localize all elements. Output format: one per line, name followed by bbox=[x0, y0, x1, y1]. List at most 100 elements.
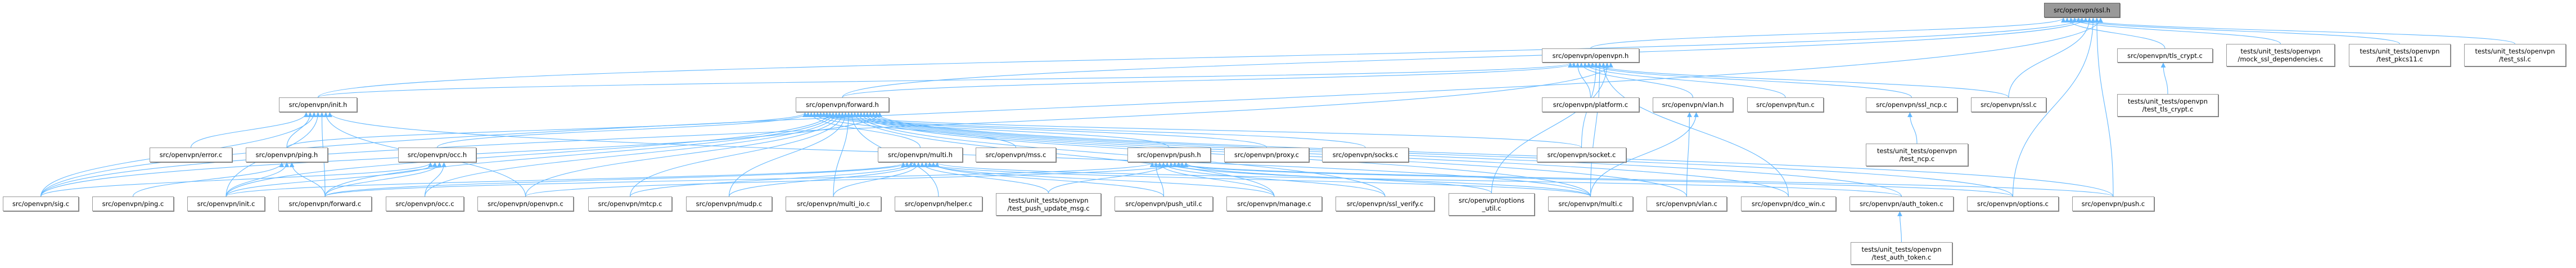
graph-node-proxy-c[interactable]: src/openvpn/proxy.c bbox=[1224, 148, 1309, 162]
edge-push_c-to-forward_h bbox=[874, 112, 2114, 197]
graph-node-ssl-verify-c[interactable]: src/openvpn/ssl_verify.c bbox=[1336, 196, 1434, 211]
edge-test_auth_token-to-auth_token_c bbox=[1897, 211, 1902, 243]
node-label: src/openvpn/push.h bbox=[1137, 151, 1201, 159]
graph-node-mudp-c[interactable]: src/openvpn/mudp.c bbox=[686, 196, 772, 211]
graph-node-init-h[interactable]: src/openvpn/init.h bbox=[279, 97, 357, 112]
graph-node-socks-c[interactable]: src/openvpn/socks.c bbox=[1322, 148, 1409, 162]
graph-node-ssl-h[interactable]: src/openvpn/ssl.h bbox=[2044, 3, 2120, 17]
edge-init_c-to-forward_h bbox=[225, 112, 833, 197]
graph-node-dco-win-c[interactable]: src/openvpn/dco_win.c bbox=[1741, 196, 1836, 211]
node-label: src/openvpn/push_util.c bbox=[1125, 200, 1202, 208]
node-label: tests/unit_tests/openvpn bbox=[2127, 97, 2208, 105]
edge-openvpn_c-to-forward_h bbox=[525, 112, 842, 197]
graph-node-push-c[interactable]: src/openvpn/push.c bbox=[2072, 196, 2154, 211]
edge-platform_c-to-openvpn_h bbox=[1575, 62, 1591, 98]
graph-node-platform-c[interactable]: src/openvpn/platform.c bbox=[1542, 97, 1639, 112]
edge-manage_c-to-forward_h bbox=[852, 112, 1275, 197]
graph-node-openvpn-h[interactable]: src/openvpn/openvpn.h bbox=[1542, 48, 1639, 62]
edge-vlan_c-to-vlan_h bbox=[1686, 112, 1692, 197]
node-label: src/openvpn/occ.h bbox=[407, 151, 467, 159]
node-label: src/openvpn/ssl_verify.c bbox=[1346, 200, 1424, 208]
edge-init_h-to-openvpn_h bbox=[317, 62, 1573, 98]
graph-node-test-tls-crypt[interactable]: tests/unit_tests/openvpn/test_tls_crypt.… bbox=[2117, 94, 2218, 117]
graph-node-test-auth-token[interactable]: tests/unit_tests/openvpn/test_auth_token… bbox=[1851, 242, 1952, 265]
graph-node-options-c[interactable]: src/openvpn/options.c bbox=[1967, 196, 2059, 211]
graph-node-test-ncp[interactable]: tests/unit_tests/openvpn/test_ncp.c bbox=[1866, 144, 1968, 166]
node-label: src/openvpn/auth_token.c bbox=[1860, 200, 1943, 208]
graph-node-helper-c[interactable]: src/openvpn/helper.c bbox=[895, 196, 982, 211]
node-label: src/openvpn/socket.c bbox=[1547, 151, 1616, 159]
graph-node-socket-c[interactable]: src/openvpn/socket.c bbox=[1537, 148, 1626, 162]
edge-ssl_verify_c-to-forward_h bbox=[855, 112, 1386, 197]
edge-sig_c-to-occ_h bbox=[40, 162, 433, 197]
graph-node-ssl-c[interactable]: src/openvpn/ssl.c bbox=[1971, 97, 2046, 112]
edge-ssl_c-to-ssl_h bbox=[2008, 17, 2092, 98]
node-label: src/openvpn/helper.c bbox=[904, 200, 973, 208]
graph-node-sig-c[interactable]: src/openvpn/sig.c bbox=[3, 196, 79, 211]
graph-node-multi-h[interactable]: src/openvpn/multi.h bbox=[878, 148, 963, 162]
graph-node-vlan-c[interactable]: src/openvpn/vlan.c bbox=[1646, 196, 1727, 211]
node-label: src/openvpn/dco_win.c bbox=[1752, 200, 1825, 208]
graph-node-tls-crypt-c[interactable]: src/openvpn/tls_crypt.c bbox=[2117, 48, 2213, 62]
graph-node-tun-c[interactable]: src/openvpn/tun.c bbox=[1747, 97, 1824, 112]
graph-node-push-util-c[interactable]: src/openvpn/push_util.c bbox=[1115, 196, 1213, 211]
node-label: src/openvpn/ssl.h bbox=[2054, 6, 2110, 14]
graph-node-auth-token-c[interactable]: src/openvpn/auth_token.c bbox=[1849, 196, 1954, 211]
graph-node-occ-c[interactable]: src/openvpn/occ.c bbox=[386, 196, 464, 211]
edge-options_util_c-to-push_h bbox=[1183, 162, 1492, 194]
graph-node-occ-h[interactable]: src/openvpn/occ.h bbox=[398, 148, 476, 162]
graph-node-mss-c[interactable]: src/openvpn/mss.c bbox=[976, 148, 1056, 162]
graph-node-push-h[interactable]: src/openvpn/push.h bbox=[1127, 148, 1211, 162]
node-label: tests/unit_tests/openvpn bbox=[2360, 47, 2440, 55]
graph-node-error-c[interactable]: src/openvpn/error.c bbox=[150, 148, 232, 162]
graph-node-mtcp-c[interactable]: src/openvpn/mtcp.c bbox=[588, 196, 672, 211]
edge-ssl_verify_c-to-push_h bbox=[1161, 162, 1386, 197]
node-label: src/openvpn/error.c bbox=[159, 151, 223, 159]
graph-node-mock-ssl[interactable]: tests/unit_tests/openvpn/mock_ssl_depend… bbox=[2226, 44, 2335, 66]
edge-ping_h-to-init_h bbox=[286, 112, 313, 148]
graph-node-ping-c[interactable]: src/openvpn/ping.c bbox=[92, 196, 174, 211]
node-label: src/openvpn/push.c bbox=[2081, 200, 2145, 208]
edge-options_c-to-ssl_h bbox=[2012, 17, 2096, 197]
edge-options_util_c-to-openvpn_h bbox=[1491, 62, 1610, 194]
graph-node-test-pkcs11[interactable]: tests/unit_tests/openvpn/test_pkcs11.c bbox=[2349, 44, 2451, 66]
graph-node-manage-c[interactable]: src/openvpn/manage.c bbox=[1226, 196, 1322, 211]
node-label: src/openvpn/multi.c bbox=[1558, 200, 1623, 208]
graph-node-ping-h[interactable]: src/openvpn/ping.h bbox=[246, 148, 328, 162]
graph-node-test-push-update[interactable]: tests/unit_tests/openvpn/test_push_updat… bbox=[996, 193, 1101, 216]
node-label: src/openvpn/options.c bbox=[1977, 200, 2049, 208]
edge-socks_c-to-forward_h bbox=[821, 112, 1366, 148]
node-label: src/openvpn/tls_crypt.c bbox=[2127, 51, 2203, 60]
node-label: src/openvpn/vlan.h bbox=[1662, 101, 1724, 109]
graph-node-options-util-c[interactable]: src/openvpn/options_util.c bbox=[1449, 193, 1535, 216]
edge-init_c-to-multi_h bbox=[225, 162, 906, 197]
node-label: tests/unit_tests/openvpn bbox=[2475, 47, 2555, 55]
node-label: src/openvpn/mss.c bbox=[985, 151, 1046, 159]
node-label: src/openvpn/forward.c bbox=[288, 200, 362, 208]
graph-node-ssl-ncp-c[interactable]: src/openvpn/ssl_ncp.c bbox=[1866, 97, 1957, 112]
node-label: src/openvpn/multi.h bbox=[888, 151, 953, 159]
edge-ssl_c-to-openvpn_h bbox=[1590, 62, 2009, 98]
node-label: /test_ssl.c bbox=[2499, 55, 2531, 63]
graph-node-test-ssl[interactable]: tests/unit_tests/openvpn/test_ssl.c bbox=[2464, 44, 2566, 66]
edge-proxy_c-to-forward_h bbox=[818, 112, 1267, 148]
edge-multi_c-to-openvpn_h bbox=[1590, 62, 1603, 197]
edge-multi_c-to-multi_h bbox=[923, 162, 1591, 197]
graph-node-openvpn-c[interactable]: src/openvpn/openvpn.c bbox=[477, 196, 574, 211]
edge-forward_h-to-ssl_h bbox=[842, 17, 2088, 98]
edge-vlan_h-to-openvpn_h bbox=[1578, 62, 1694, 98]
edge-manage_c-to-push_h bbox=[1157, 162, 1275, 197]
edge-multi_io_c-to-forward_h bbox=[833, 112, 851, 197]
graph-node-vlan-h[interactable]: src/openvpn/vlan.h bbox=[1653, 97, 1733, 112]
graph-node-multi-io-c[interactable]: src/openvpn/multi_io.c bbox=[786, 196, 881, 211]
node-label: tests/unit_tests/openvpn bbox=[2240, 47, 2321, 55]
graph-node-multi-c[interactable]: src/openvpn/multi.c bbox=[1548, 196, 1633, 211]
graph-node-init-c[interactable]: src/openvpn/init.c bbox=[187, 196, 265, 211]
edge-multi_h-to-forward_h bbox=[809, 112, 921, 148]
graph-node-forward-h[interactable]: src/openvpn/forward.h bbox=[796, 97, 889, 112]
edge-socket_c-to-forward_h bbox=[824, 112, 1582, 148]
node-label: src/openvpn/mtcp.c bbox=[598, 200, 662, 208]
edge-ssl_ncp_c-to-openvpn_h bbox=[1586, 62, 1912, 98]
graph-node-forward-c[interactable]: src/openvpn/forward.c bbox=[278, 196, 372, 211]
